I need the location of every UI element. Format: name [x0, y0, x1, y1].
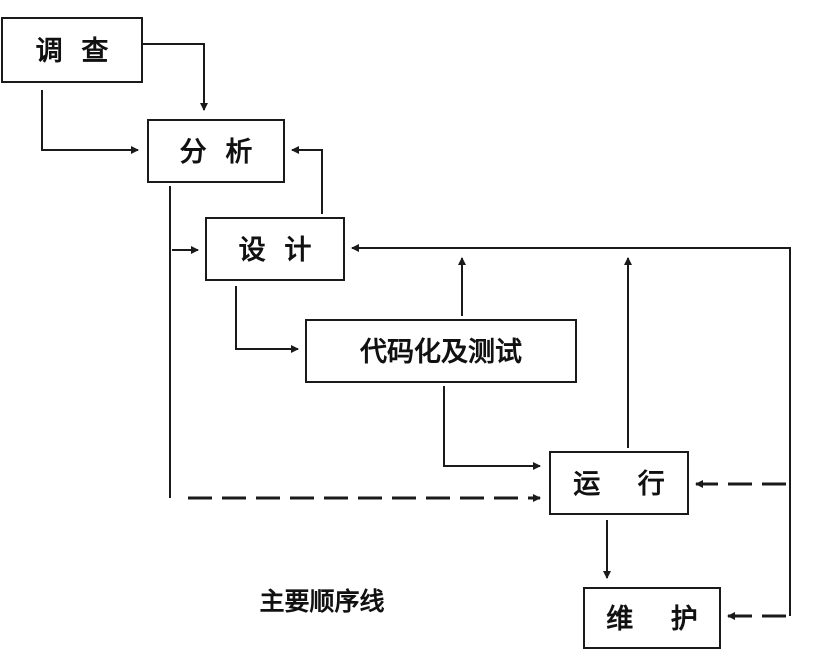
arrow-survey-analysis-top — [142, 43, 208, 111]
arrow-coding-operation — [443, 386, 541, 470]
maintenance-label: 维 护 — [606, 604, 698, 635]
arrow-design-analysis-feedback — [291, 146, 323, 214]
box-maintenance: 维 护 — [583, 587, 721, 649]
survey-label: 调 查 — [36, 36, 109, 67]
analysis-label: 分 析 — [180, 137, 253, 168]
box-operation: 运 行 — [549, 451, 689, 515]
arrow-survey-analysis-left — [41, 90, 139, 154]
operation-label: 运 行 — [573, 468, 665, 500]
design-label: 设 计 — [239, 235, 312, 266]
line-right-loop — [392, 247, 791, 616]
box-survey: 调 查 — [1, 17, 143, 83]
main-sequence-caption: 主要顺序线 — [259, 587, 384, 616]
arrow-design-coding — [235, 286, 299, 353]
box-design: 设 计 — [205, 217, 345, 281]
box-coding: 代码化及测试 — [305, 319, 577, 383]
coding-label: 代码化及测试 — [359, 337, 522, 368]
box-analysis: 分 析 — [147, 119, 285, 183]
